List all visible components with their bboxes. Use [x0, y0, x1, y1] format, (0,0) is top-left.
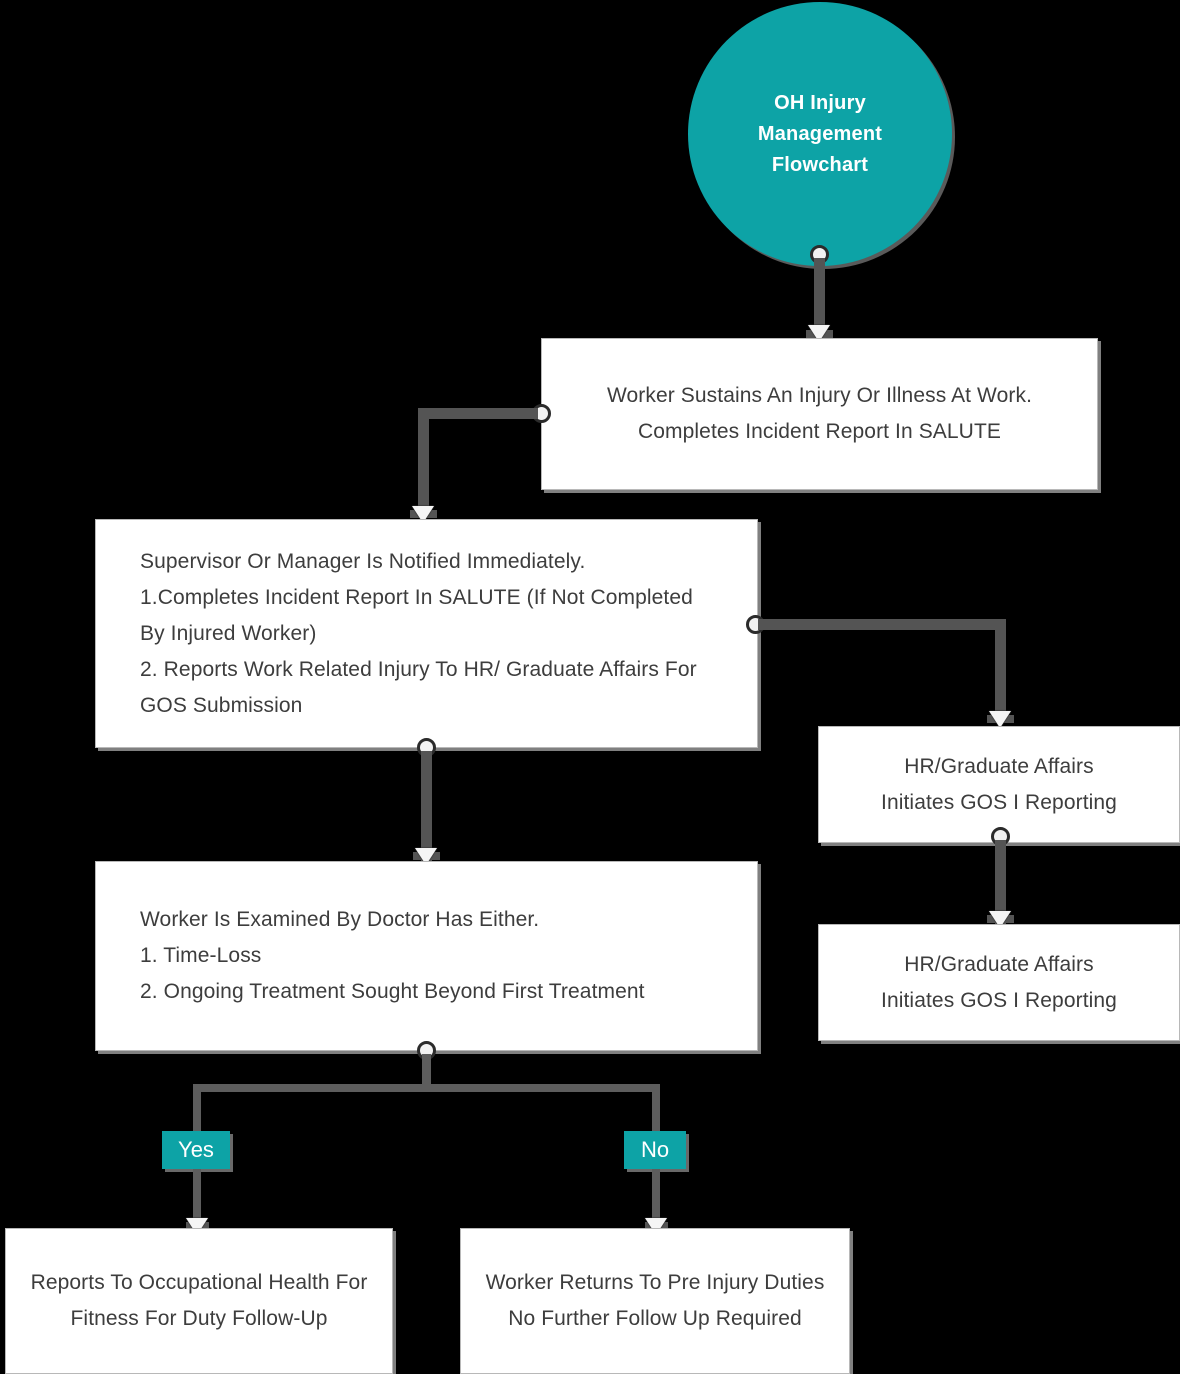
- node-reports-to-occupational-health-label: Reports To Occupational Health For Fitne…: [30, 1271, 368, 1330]
- arrowhead-into-examined: [415, 848, 437, 865]
- connector-incident-to-supervisor-horizontal: [418, 408, 538, 419]
- connector-supervisor-to-examined-vertical: [421, 751, 432, 863]
- connector-no-to-return-work-vertical: [652, 1169, 660, 1227]
- connector-supervisor-to-hr-horizontal: [758, 619, 1006, 630]
- edge-label-no-text: No: [640, 1137, 670, 1162]
- connector-supervisor-to-hr-vertical: [995, 619, 1006, 721]
- connector-start-to-incident-vertical: [814, 258, 825, 338]
- connector-branch-horizontal: [193, 1084, 660, 1092]
- edge-label-yes: Yes: [162, 1131, 230, 1169]
- arrowhead-into-hr-second: [989, 911, 1011, 928]
- connector-branch-stem: [422, 1054, 431, 1084]
- edge-label-no: No: [624, 1131, 686, 1169]
- node-worker-returns-to-pre-injury-duties[interactable]: Worker Returns To Pre Injury Duties No F…: [460, 1228, 850, 1374]
- connector-branch-right-vertical: [652, 1084, 660, 1136]
- node-incident-report[interactable]: Worker Sustains An Injury Or Illness At …: [541, 338, 1098, 490]
- connector-yes-to-occ-health-vertical: [193, 1169, 201, 1227]
- node-worker-examined-by-doctor[interactable]: Worker Is Examined By Doctor Has Either.…: [95, 861, 758, 1051]
- connector-hr-first-to-second-vertical: [995, 840, 1006, 925]
- connector-incident-to-supervisor-vertical: [418, 408, 429, 516]
- node-worker-returns-to-pre-injury-duties-label: Worker Returns To Pre Injury Duties No F…: [485, 1271, 825, 1330]
- arrowhead-into-hr-first: [989, 711, 1011, 728]
- node-hr-graduate-affairs-gos-first[interactable]: HR/Graduate Affairs Initiates GOS I Repo…: [818, 726, 1180, 843]
- start-node-label: OH Injury Management Flowchart: [757, 91, 883, 176]
- arrowhead-into-incident: [808, 325, 830, 342]
- edge-label-yes-text: Yes: [178, 1137, 214, 1162]
- node-supervisor-notified[interactable]: Supervisor Or Manager Is Notified Immedi…: [95, 519, 758, 748]
- node-incident-report-label: Worker Sustains An Injury Or Illness At …: [606, 384, 1033, 443]
- node-hr-graduate-affairs-gos-first-label: HR/Graduate Affairs Initiates GOS I Repo…: [881, 754, 1117, 814]
- node-worker-examined-by-doctor-label: Worker Is Examined By Doctor Has Either.…: [140, 908, 645, 1003]
- node-hr-graduate-affairs-gos-second[interactable]: HR/Graduate Affairs Initiates GOS I Repo…: [818, 924, 1180, 1041]
- connector-branch-left-vertical: [193, 1084, 201, 1136]
- arrowhead-into-supervisor: [412, 506, 434, 523]
- start-node-oh-injury-management-flowchart[interactable]: OH Injury Management Flowchart: [688, 2, 952, 266]
- node-supervisor-notified-label: Supervisor Or Manager Is Notified Immedi…: [140, 549, 697, 717]
- node-hr-graduate-affairs-gos-second-label: HR/Graduate Affairs Initiates GOS I Repo…: [881, 952, 1117, 1012]
- node-reports-to-occupational-health[interactable]: Reports To Occupational Health For Fitne…: [5, 1228, 393, 1374]
